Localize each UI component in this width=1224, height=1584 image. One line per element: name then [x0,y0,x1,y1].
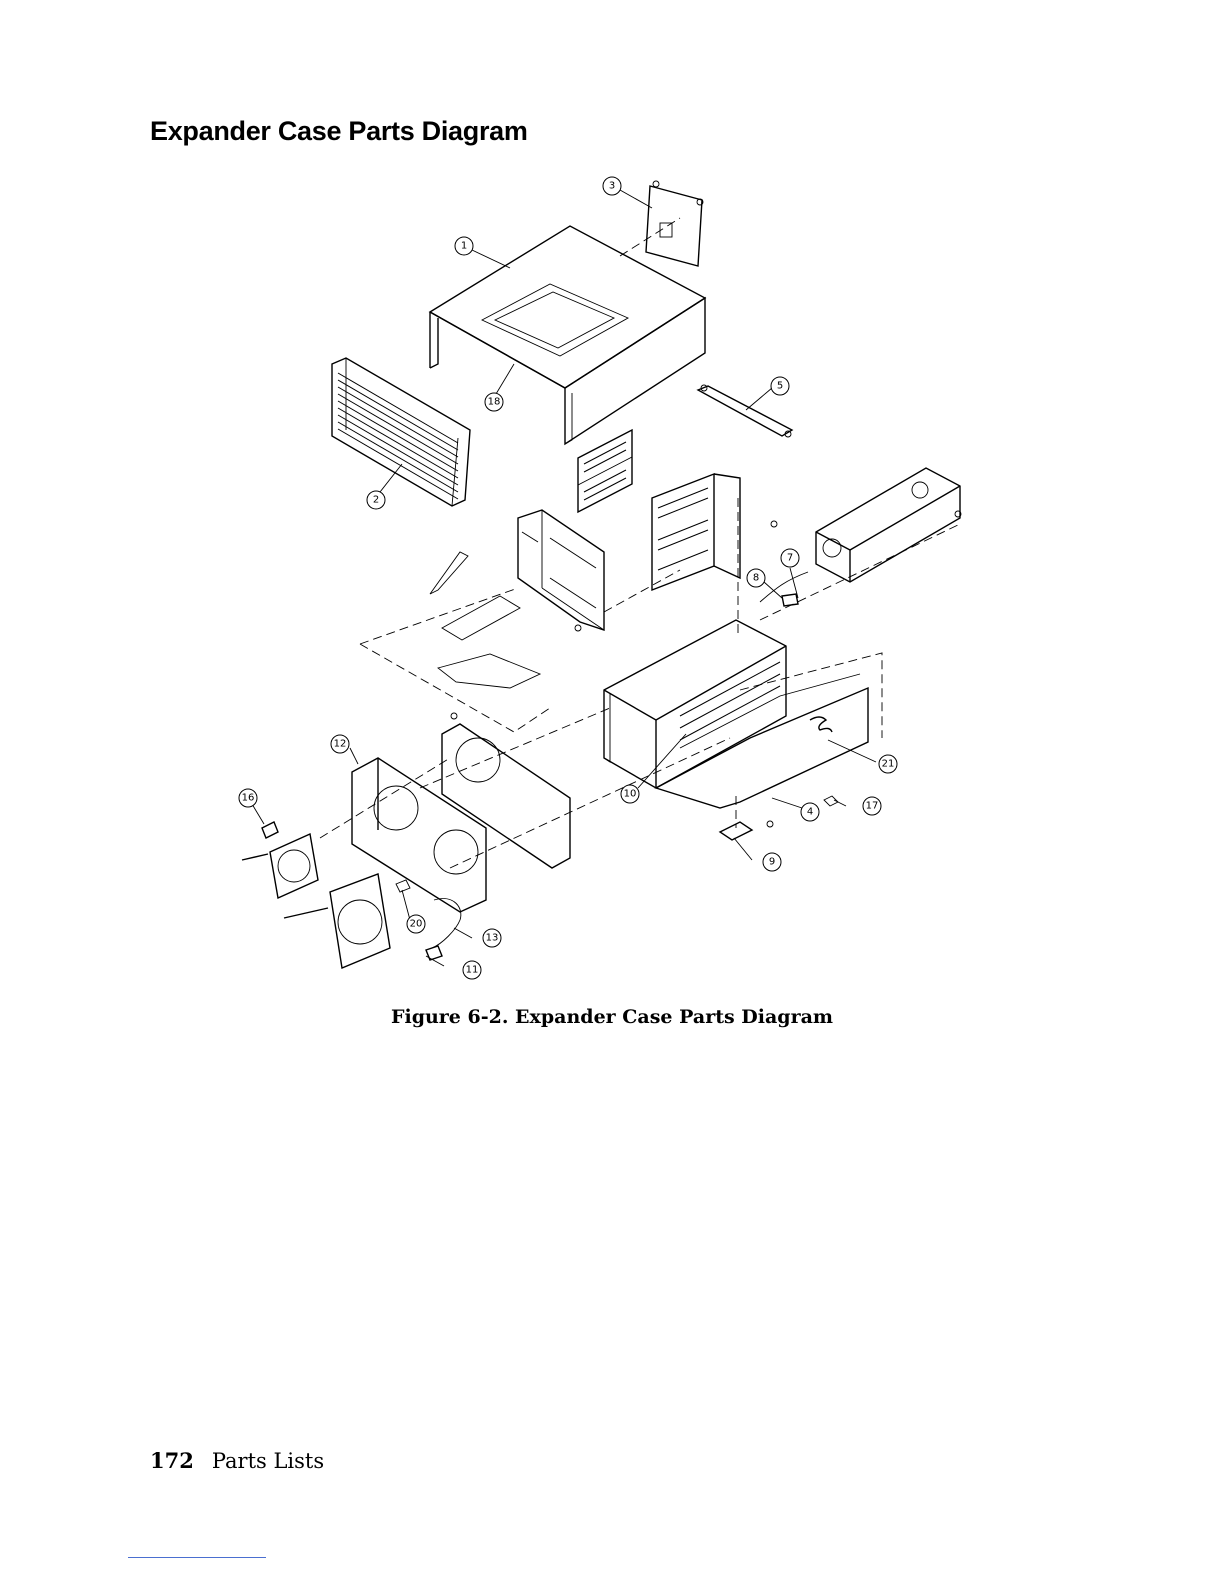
footer-rule [128,1557,266,1558]
part-16-switch [262,822,278,838]
part-8-connector [782,594,798,606]
svg-text:9: 9 [769,857,775,868]
svg-text:13: 13 [486,933,499,944]
page-footer: 172 Parts Lists [150,1448,324,1473]
part-20-connector [396,880,410,892]
callout-1: 1 [455,237,473,255]
svg-text:20: 20 [410,919,423,930]
page-number: 172 [150,1448,194,1473]
part-2-front-bezel [332,358,470,506]
svg-text:4: 4 [807,807,813,818]
callout-7: 7 [781,549,799,567]
figure-caption: Figure 6-2. Expander Case Parts Diagram [0,1006,1224,1028]
part-7-power-supply [760,468,961,602]
callout-20: 20 [407,915,425,933]
small-fan [242,834,318,898]
part-11-switch [426,946,442,960]
svg-text:8: 8 [753,573,759,584]
part-3-rear-plate [620,181,703,266]
callout-leader-lines [252,190,876,966]
ribbon-cables [430,552,540,688]
svg-text:17: 17 [866,801,879,812]
part-1-top-cover [430,226,705,444]
svg-text:1: 1 [461,241,467,252]
callout-10: 10 [621,785,639,803]
svg-text:5: 5 [777,381,783,392]
callout-12: 12 [331,735,349,753]
callout-11: 11 [463,961,481,979]
svg-text:21: 21 [882,759,895,770]
callout-3: 3 [603,177,621,195]
callout-9: 9 [763,853,781,871]
exploded-view-drawing: 1 2 3 4 5 7 8 9 10 11 12 13 16 17 18 20 … [220,168,980,988]
callout-5: 5 [771,377,789,395]
callout-13: 13 [483,929,501,947]
svg-text:2: 2 [373,495,379,506]
callout-18: 18 [485,393,503,411]
callout-17: 17 [863,797,881,815]
svg-text:16: 16 [242,793,255,804]
chapter-name: Parts Lists [212,1449,324,1473]
part-9-latch [720,821,773,840]
assembly-guide-lines [320,498,960,868]
bezel-vent-slots [338,373,458,499]
callout-2: 2 [367,491,385,509]
svg-text:10: 10 [624,789,637,800]
svg-text:7: 7 [787,553,793,564]
section-title: Expander Case Parts Diagram [150,116,528,147]
callout-8: 8 [747,569,765,587]
part-18-cover-edge [430,318,572,444]
svg-text:18: 18 [488,397,501,408]
part-13-cable [432,899,461,948]
backplane-board [518,510,604,631]
part-4-expander-chassis [604,620,868,808]
callout-4: 4 [801,803,819,821]
callout-16: 16 [239,789,257,807]
svg-text:3: 3 [609,181,615,192]
card-guide-assembly [578,430,740,590]
part-21-clip [810,717,832,732]
part-12-fan-housing [352,713,570,912]
expander-case-parts-diagram: 1 2 3 4 5 7 8 9 10 11 12 13 16 17 18 20 … [220,168,980,988]
callout-21: 21 [879,755,897,773]
svg-text:11: 11 [466,965,479,976]
svg-text:12: 12 [334,739,347,750]
